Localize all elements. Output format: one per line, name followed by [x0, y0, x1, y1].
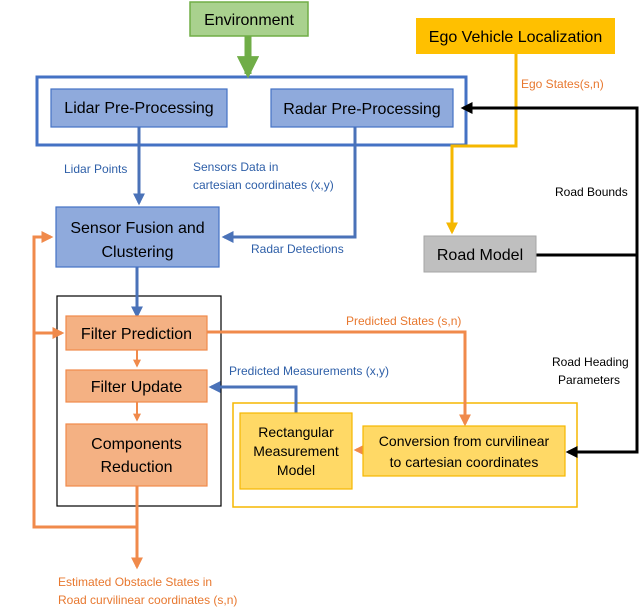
label-road-heading-line2: Parameters [558, 373, 620, 387]
node-rect-measurement-label-line2: Measurement [253, 443, 339, 459]
node-components-reduction-label-line1: Components [91, 436, 182, 453]
node-road-model: Road Model [423, 235, 537, 273]
node-lidar-preprocessing: Lidar Pre-Processing [50, 88, 228, 128]
label-predicted-measurements: Predicted Measurements (x,y) [229, 364, 389, 378]
edge-ego-to-roadmodel [446, 54, 518, 235]
node-filter-update: Filter Update [65, 369, 208, 403]
label-predicted-states: Predicted States (s,n) [346, 314, 461, 328]
node-ego-localization: Ego Vehicle Localization [416, 18, 615, 54]
label-sensors-data-line1: Sensors Data in [193, 160, 278, 174]
node-radar-preprocessing-label: Radar Pre-Processing [283, 101, 440, 118]
node-sensor-fusion: Sensor Fusion and Clustering [55, 206, 220, 268]
node-road-model-label: Road Model [437, 247, 523, 264]
node-ego-localization-label: Ego Vehicle Localization [429, 29, 602, 46]
node-sensor-fusion-label-line2: Clustering [101, 244, 173, 261]
node-environment: Environment [189, 1, 309, 37]
edge-feedback-to-fusion [32, 231, 54, 330]
edge-measurement-to-update [208, 381, 298, 413]
edge-roadmodel-to-conversion [565, 255, 639, 458]
edge-radar-to-fusion [221, 127, 357, 243]
node-rect-measurement-label-line3: Model [277, 462, 315, 478]
node-conversion-label-line2: to cartesian coordinates [390, 454, 539, 470]
edge-roadmodel-to-radar [460, 102, 639, 257]
label-lidar-points: Lidar Points [64, 162, 127, 176]
label-road-bounds: Road Bounds [555, 185, 628, 199]
label-radar-detections: Radar Detections [251, 242, 344, 256]
filter-group-box [56, 295, 222, 507]
node-sensor-fusion-label-line1: Sensor Fusion and [70, 220, 204, 237]
node-components-reduction: Components Reduction [65, 423, 208, 487]
label-sensors-data-line2: cartesian coordinates (x,y) [193, 178, 334, 192]
node-environment-label: Environment [204, 12, 294, 29]
node-rect-measurement-label-line1: Rectangular [258, 424, 334, 440]
label-road-heading-line1: Road Heading [552, 355, 629, 369]
node-lidar-preprocessing-label: Lidar Pre-Processing [64, 100, 213, 117]
node-rect-measurement: Rectangular Measurement Model [239, 412, 353, 490]
label-estimated-states-line2: Road curvilinear coordinates (s,n) [58, 593, 237, 607]
node-components-reduction-label-line2: Reduction [100, 459, 172, 476]
node-radar-preprocessing: Radar Pre-Processing [270, 88, 454, 128]
node-filter-prediction-label: Filter Prediction [81, 326, 192, 343]
node-filter-prediction: Filter Prediction [65, 315, 208, 351]
node-conversion-label-line1: Conversion from curvilinear [379, 433, 550, 449]
node-conversion: Conversion from curvilinear to cartesian… [362, 425, 566, 477]
node-filter-update-label: Filter Update [91, 379, 183, 396]
edge-feedback-to-prediction [32, 330, 137, 529]
label-estimated-states-line1: Estimated Obstacle States in [58, 575, 212, 589]
edge-prediction-to-conversion [207, 330, 471, 427]
label-ego-states: Ego States(s,n) [521, 77, 604, 91]
